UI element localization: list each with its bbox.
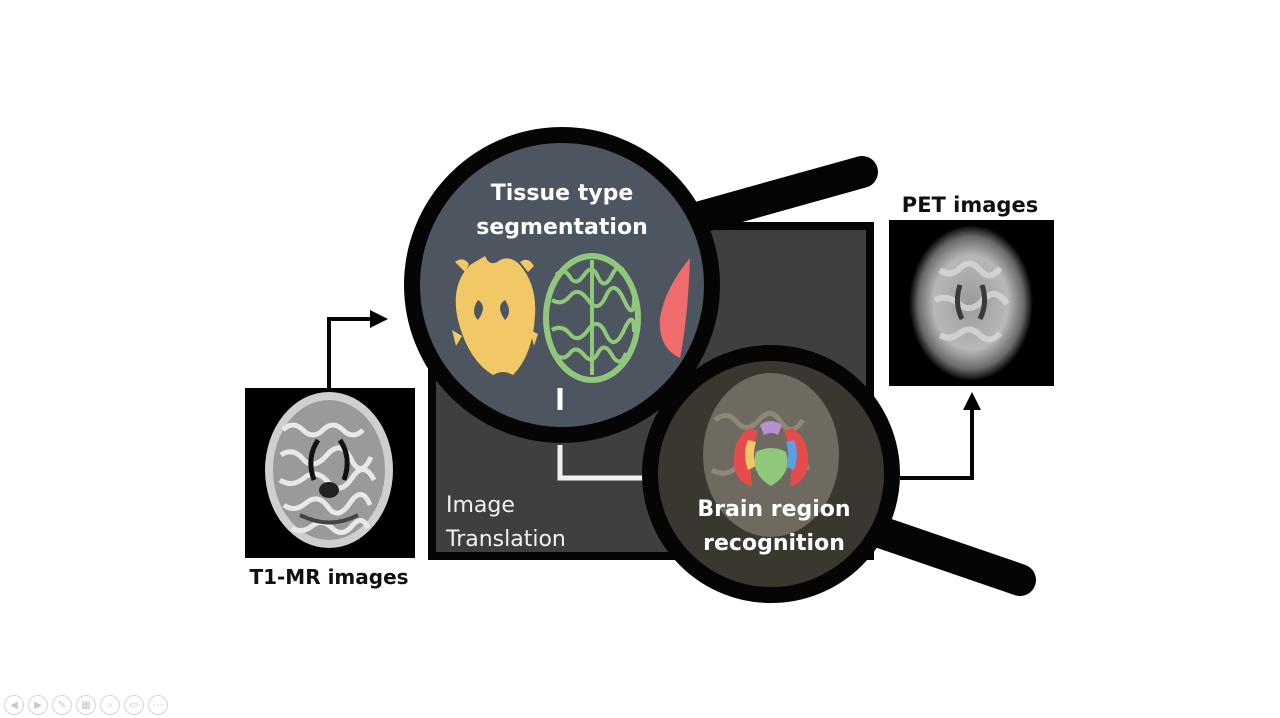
translation-label-line2: Translation [445,527,566,552]
brain-region-lens [642,345,900,603]
pen-icon[interactable]: ✎ [52,695,72,715]
slides-icon[interactable]: ▦ [76,695,96,715]
next-icon[interactable]: ▶ [28,695,48,715]
arrow-t1-to-segmentation [327,310,388,388]
tissue-segmentation-lens [404,127,720,443]
brain-label-line1: Brain region [697,497,850,522]
pet-label: PET images [902,193,1038,217]
gray-matter-map [543,253,641,383]
prev-icon[interactable]: ◀ [4,695,24,715]
magnifier-handle-top [674,156,878,236]
t1-mr-image [245,388,415,558]
csf-map [659,258,690,358]
pet-image [889,220,1054,386]
magnifier-handle-bottom [864,516,1036,596]
subtitle-icon[interactable]: ▭ [124,695,144,715]
zoom-icon[interactable]: ⌕ [100,695,120,715]
arrow-recognition-to-pet [900,392,981,480]
region-overlay [733,421,809,486]
tissue-label-line2: segmentation [476,215,647,240]
white-matter-map [452,256,538,375]
brain-label-line2: recognition [703,531,845,556]
more-icon[interactable]: ⋯ [148,695,168,715]
slideshow-toolbar: ◀ ▶ ✎ ▦ ⌕ ▭ ⋯ [4,695,168,717]
translation-label-line1: Image [446,493,515,518]
tissue-label-line1: Tissue type [491,181,634,206]
t1-label: T1-MR images [249,565,408,589]
